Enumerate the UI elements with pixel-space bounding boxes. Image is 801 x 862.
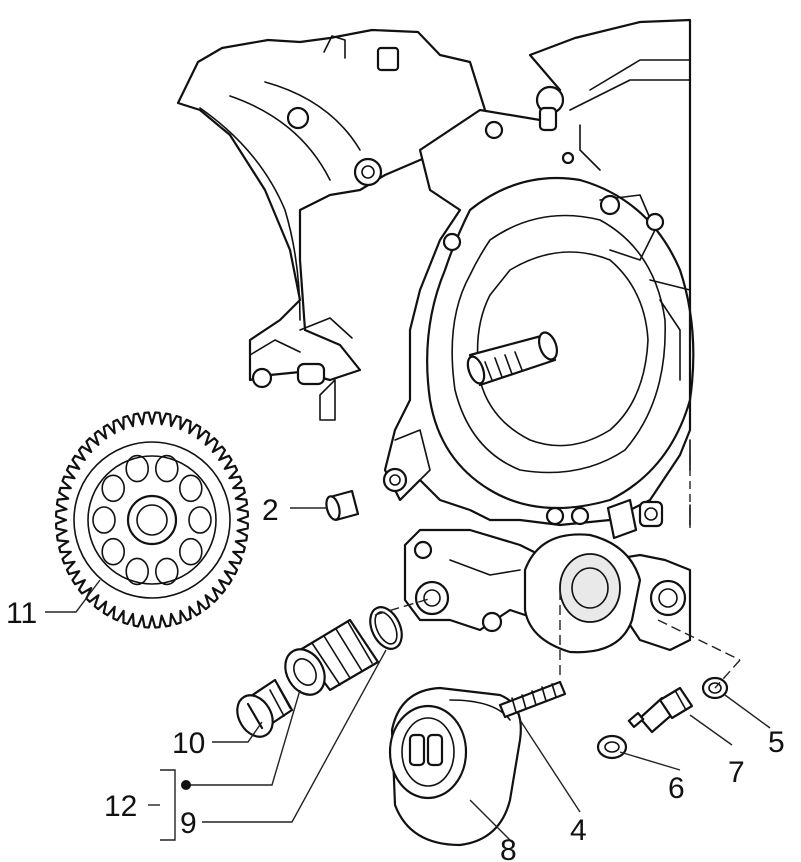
part-6-washer: [596, 734, 628, 760]
callout-11: 11: [6, 597, 37, 630]
callout-6: 6: [668, 772, 685, 805]
callout-7: 7: [728, 756, 745, 789]
sprocket-hole: [92, 506, 116, 534]
part-12-bullet: [181, 780, 191, 790]
engine-case-left-shell: [176, 28, 487, 421]
callout-10: 10: [172, 727, 205, 760]
part-12-filter-screen: [284, 618, 380, 696]
part-2-dowel-pin: [325, 489, 360, 522]
sprocket-hole: [155, 557, 179, 586]
callout-5: 5: [768, 726, 785, 759]
crankshaft-stub: [466, 331, 559, 387]
sensor-bracket: [606, 498, 664, 540]
callout-labels: 2 11 10 12 9 4 8 6 7 5: [6, 494, 785, 862]
sprocket-hole: [155, 454, 179, 483]
part-11-sprocket: [55, 411, 249, 629]
callout-12: 12: [104, 790, 137, 823]
callout-9: 9: [180, 807, 197, 840]
sprocket-hole: [125, 557, 149, 586]
part-8-oil-filter: [388, 686, 522, 847]
callout-8: 8: [500, 834, 517, 862]
part-4-threaded-stud: [498, 680, 567, 719]
sprocket-hole: [125, 454, 149, 483]
sprocket-hole: [101, 537, 125, 566]
oil-filter-seat: [523, 533, 642, 654]
assembly-lines: [374, 455, 741, 689]
sprocket-hole: [101, 474, 125, 503]
part-7-pressure-sensor: [627, 686, 694, 734]
sprocket-hole: [179, 537, 203, 566]
leader-lines: [45, 507, 771, 841]
callout-2: 2: [262, 494, 279, 527]
part-10-drain-plug: [236, 678, 294, 738]
sprocket-hole: [188, 506, 212, 534]
callout-4: 4: [570, 814, 587, 847]
part-9-o-ring: [369, 606, 403, 650]
sprocket-hole: [179, 474, 203, 503]
